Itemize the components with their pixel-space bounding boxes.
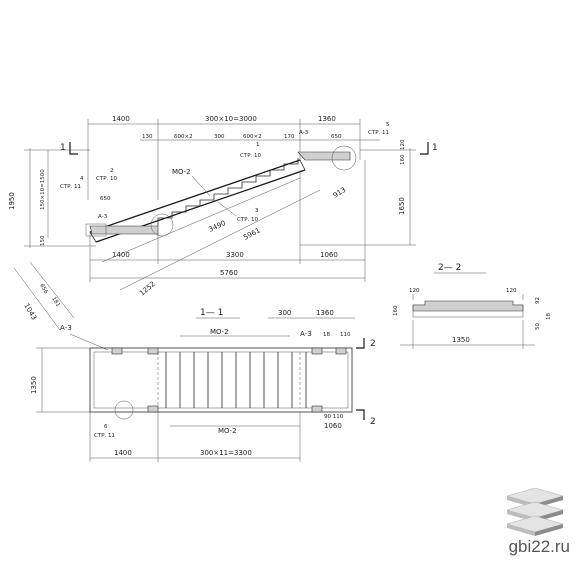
label-mo2-top: МО-2 bbox=[172, 168, 191, 176]
cut-mark-right: 1 bbox=[432, 143, 438, 153]
dim-130: 130 bbox=[142, 134, 153, 140]
s22-dim-120-left: 120 bbox=[409, 288, 420, 294]
dim-600x2-a: 600×2 bbox=[174, 134, 193, 140]
label-mo2-plan-top: МО-2 bbox=[210, 328, 229, 336]
dim-1950: 1950 bbox=[8, 192, 16, 210]
callout-5-ref: СТР. 11 bbox=[368, 130, 389, 136]
callout-6: 6 bbox=[104, 424, 108, 430]
callout-2-ref: СТР. 10 bbox=[96, 176, 118, 182]
dim-650-r: 650 bbox=[331, 134, 342, 140]
callout-4: 4 bbox=[80, 176, 84, 182]
label-mo2-plan-bottom: МО-2 bbox=[218, 427, 237, 435]
plan-dim-90-110: 90 110 bbox=[324, 414, 344, 420]
callout-3-ref: СТР. 10 bbox=[237, 217, 259, 223]
dim-656: 656 bbox=[38, 283, 49, 296]
callout-1: 1 bbox=[256, 142, 260, 148]
dim-650-l: 650 bbox=[100, 196, 111, 202]
plan-dim-1060: 1060 bbox=[324, 422, 342, 430]
cut-2-bottom: 2 bbox=[370, 417, 376, 427]
s22-dim-18: 18 bbox=[546, 313, 552, 320]
dim-3490: 3490 bbox=[207, 219, 227, 234]
plan-view: 1— 1 300 1360 МО-2 А-3 А-3 18 110 bbox=[30, 308, 376, 462]
cut-2-top: 2 bbox=[370, 339, 376, 349]
section-2-2-view: 2— 2 120 120 160 92 50 18 1350 bbox=[393, 263, 552, 349]
dim-3300: 3300 bbox=[226, 251, 244, 259]
label-a3-left: А-3 bbox=[98, 214, 108, 220]
plan-dim-300: 300 bbox=[278, 309, 291, 317]
dim-1252: 1252 bbox=[138, 280, 157, 298]
plan-step-ribs bbox=[157, 352, 307, 408]
plan-dim-1350: 1350 bbox=[30, 376, 38, 394]
gbi-cube-logo-icon bbox=[506, 488, 564, 536]
dim-1400-top: 1400 bbox=[112, 115, 130, 123]
dim-170: 170 bbox=[284, 134, 295, 140]
dim-1043: 1043 bbox=[22, 302, 38, 321]
dim-300-mid: 300 bbox=[214, 134, 225, 140]
dim-120-r: 120 bbox=[400, 139, 406, 150]
dim-1650-r: 1650 bbox=[398, 197, 406, 215]
dim-181: 181 bbox=[50, 296, 60, 308]
dim-150x10: 150×10=1500 bbox=[40, 169, 46, 210]
callout-6-ref: СТР. 11 bbox=[94, 433, 115, 439]
s22-dim-92: 92 bbox=[535, 297, 541, 304]
dim-1360-top: 1360 bbox=[318, 115, 336, 123]
s22-dim-160: 160 bbox=[393, 305, 399, 316]
cut-mark-left: 1 bbox=[60, 143, 66, 153]
plan-dim-1400: 1400 bbox=[114, 449, 132, 457]
dim-600x2-b: 600×2 bbox=[243, 134, 262, 140]
plan-dim-1360: 1360 bbox=[316, 309, 334, 317]
dim-160: 160 bbox=[400, 154, 406, 165]
callout-4-ref: СТР. 11 bbox=[60, 184, 81, 190]
label-a3-plan-right: А-3 bbox=[300, 330, 312, 338]
dim-150: 150 bbox=[40, 235, 46, 246]
callout-3: 3 bbox=[255, 208, 259, 214]
site-watermark: gbi22.ru bbox=[508, 537, 570, 556]
callout-1-ref: СТР. 10 bbox=[240, 153, 262, 159]
section-2-2-title: 2— 2 bbox=[438, 263, 461, 273]
plan-dim-300x11: 300×11=3300 bbox=[200, 449, 252, 457]
callout-5: 5 bbox=[386, 122, 390, 128]
plan-title: 1— 1 bbox=[200, 308, 223, 318]
dim-1060: 1060 bbox=[320, 251, 338, 259]
plan-dim-110: 110 bbox=[340, 332, 351, 338]
label-a3-plan-left: А-3 bbox=[60, 324, 72, 332]
dim-5760: 5760 bbox=[220, 269, 238, 277]
label-a3-top: А-3 bbox=[299, 130, 309, 136]
s22-dim-1350: 1350 bbox=[452, 336, 470, 344]
s22-dim-50: 50 bbox=[535, 323, 541, 330]
dim-300x10: 300×10=3000 bbox=[205, 115, 257, 123]
callout-2: 2 bbox=[110, 168, 114, 174]
dim-913: 913 bbox=[332, 186, 348, 200]
dim-1400-bot: 1400 bbox=[112, 251, 130, 259]
dim-5961: 5961 bbox=[242, 226, 261, 241]
elevation-view: 1400 300×10=3000 1360 130 600×2 300 600×… bbox=[8, 115, 438, 331]
plan-dim-18: 18 bbox=[323, 332, 330, 338]
s22-dim-120-right: 120 bbox=[506, 288, 517, 294]
